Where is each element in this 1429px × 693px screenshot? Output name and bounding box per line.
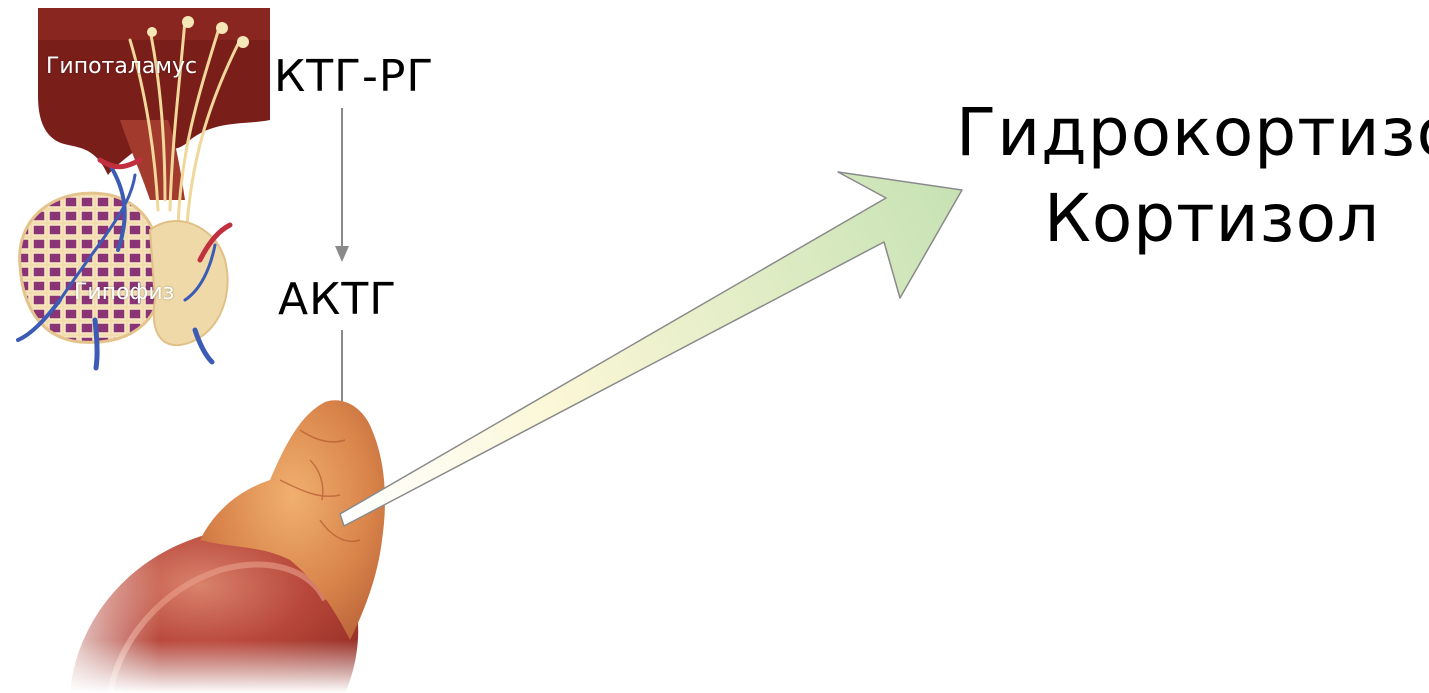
label-hydrocortisone: Гидрокортизон xyxy=(956,100,1429,166)
label-cortisol: Кортизол xyxy=(1044,186,1380,252)
arrow-rh-to-acth xyxy=(335,108,349,262)
label-pituitary: Гипофиз xyxy=(74,282,174,304)
label-acth: АКТГ xyxy=(278,278,397,322)
arrow-adrenal-to-cortisol xyxy=(340,172,962,526)
label-hypothalamus: Гипоталамус xyxy=(46,56,197,78)
adrenal-gland-on-kidney-illustration xyxy=(40,380,385,693)
label-releasing-hormone: КТГ-РГ xyxy=(274,55,434,99)
